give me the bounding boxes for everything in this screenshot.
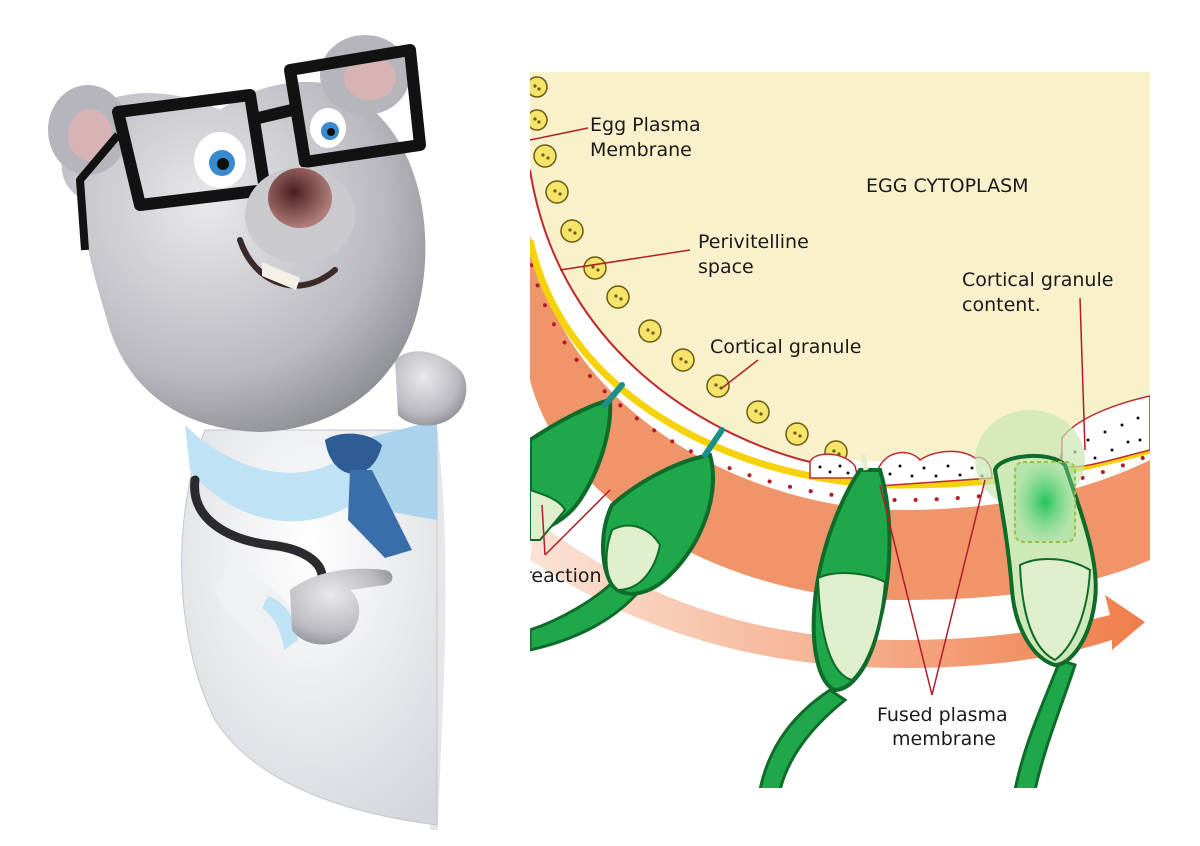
label-cortical-granule: Cortical granule [710, 336, 861, 358]
nose [268, 168, 332, 228]
left-ear-inner [68, 109, 112, 161]
label-egg-plasma-membrane-2: Membrane [590, 139, 692, 161]
right-ear-inner [344, 56, 396, 100]
sperm-cell-4 [975, 410, 1098, 788]
label-reaction: reaction [524, 565, 602, 587]
stethoscope-icon [190, 475, 327, 580]
label-egg-plasma-membrane-1: Egg Plasma [590, 114, 701, 136]
teeth [262, 262, 300, 290]
label-granule-content-1: Cortical granule [962, 269, 1113, 291]
label-perivitelline-1: Perivitelline [698, 231, 809, 253]
rotation-arrow [530, 520, 1145, 668]
sperm-cell-3 [758, 454, 892, 788]
leader-lines [530, 127, 1086, 696]
granule-content-blobs [809, 395, 1150, 487]
label-egg-cytoplasm: EGG CYTOPLASM [866, 175, 1029, 197]
right-pupil [327, 128, 335, 136]
left-pupil [217, 158, 229, 170]
label-perivitelline-2: space [698, 256, 754, 278]
necktie-icon [325, 433, 412, 558]
shirt-collar [185, 425, 360, 522]
label-fused-1: Fused plasma [877, 704, 1008, 726]
granule-dots [533, 84, 841, 456]
doctor-mascot-group [48, 35, 467, 830]
fertilization-diagram: Egg Plasma Membrane EGG CYTOPLASM Perivi… [524, 72, 1150, 788]
gripping-hand [395, 351, 467, 426]
mascot-head [61, 81, 426, 433]
egg-plasma-membrane-line [530, 169, 811, 463]
sperm-cell-2 [530, 427, 725, 652]
label-fused-2: membrane [892, 728, 996, 750]
label-granule-content-2: content. [962, 294, 1041, 316]
pointing-hand [290, 568, 393, 645]
cuff [262, 596, 298, 650]
